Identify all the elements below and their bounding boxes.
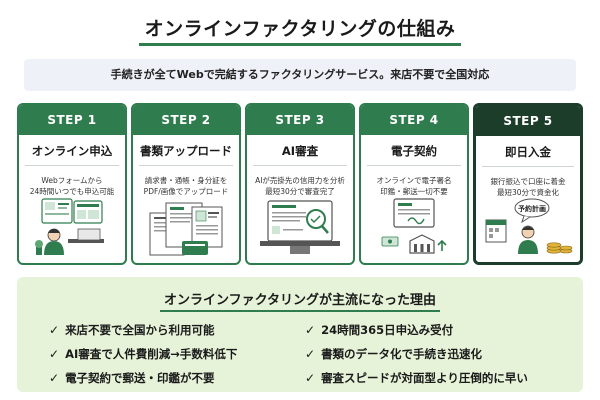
reason-text: 電子契約で郵送・印鑑が不要 (65, 371, 215, 385)
step-description: 請求書・通帳・身分証を PDF/画像でアップロード (143, 176, 229, 196)
reasons-title: オンラインファクタリングが主流になった理由 (159, 289, 441, 312)
step-title: 電子契約 (367, 143, 461, 166)
step-label: STEP 1 (19, 105, 125, 135)
check-icon: ✓ (49, 323, 60, 337)
page-title: オンラインファクタリングの仕組み (138, 14, 462, 46)
check-icon: ✓ (305, 347, 316, 361)
step-title: 即日入金 (482, 144, 574, 167)
step-card-3: STEP 3 AI審査 AIが売掛先の信用力を分析 最短30分で審査完了 (245, 103, 355, 265)
check-icon: ✓ (49, 347, 60, 361)
steps-row: STEP 1 オンライン申込 Webフォームから 24時間いつでも申込可能 (17, 103, 583, 265)
step-card-2: STEP 2 書類アップロード 請求書・通帳・身分証を PDF/画像でアップロー… (131, 103, 241, 265)
reason-item: ✓ 審査スピードが対面型より圧倒的に早い (305, 370, 528, 386)
plan-bubble-text: 予約計画 (518, 204, 546, 213)
step-title: オンライン申込 (25, 143, 119, 166)
step-description: Webフォームから 24時間いつでも申込可能 (29, 176, 115, 196)
step-card-1: STEP 1 オンライン申込 Webフォームから 24時間いつでも申込可能 (17, 103, 127, 265)
step-label: STEP 4 (361, 105, 467, 135)
reason-text: AI審査で人件費削減→手数料低下 (65, 347, 238, 361)
check-icon: ✓ (305, 323, 316, 337)
ai-review-icon (247, 195, 353, 259)
step-label: STEP 2 (133, 105, 239, 135)
reason-item: ✓ AI審査で人件費削減→手数料低下 (49, 346, 237, 362)
step-card-5: STEP 5 即日入金 銀行振込で口座に着金 最短30分で資金化 予約計画 (473, 103, 583, 265)
document-upload-icon (133, 195, 239, 259)
online-application-icon (19, 195, 125, 259)
reasons-title-wrap: オンラインファクタリングが主流になった理由 (17, 289, 583, 312)
e-contract-icon (361, 195, 467, 259)
step-description: オンラインで電子署名 印鑑・郵送一切不要 (376, 176, 452, 196)
check-icon: ✓ (305, 371, 316, 385)
step-title: AI審査 (253, 143, 347, 166)
step-description: AIが売掛先の信用力を分析 最短30分で審査完了 (255, 176, 345, 196)
reason-text: 来店不要で全国から利用可能 (65, 323, 215, 337)
reason-text: 24時間365日申込み受付 (321, 323, 454, 337)
reason-item: ✓ 来店不要で全国から利用可能 (49, 322, 215, 338)
reason-item: ✓ 電子契約で郵送・印鑑が不要 (49, 370, 215, 386)
reason-text: 書類のデータ化で手続き迅速化 (321, 347, 483, 361)
reason-text: 審査スピードが対面型より圧倒的に早い (321, 371, 528, 385)
reasons-panel: オンラインファクタリングが主流になった理由 ✓ 来店不要で全国から利用可能 ✓ … (17, 277, 583, 392)
title-wrap: オンラインファクタリングの仕組み (0, 14, 600, 46)
summary-banner: 手続きが全てWebで完結するファクタリングサービス。来店不要で全国対応 (24, 59, 576, 91)
step-label: STEP 3 (247, 105, 353, 135)
reason-item: ✓ 書類のデータ化で手続き迅速化 (305, 346, 482, 362)
step-card-4: STEP 4 電子契約 オンラインで電子署名 印鑑・郵送一切不要 (359, 103, 469, 265)
reason-item: ✓ 24時間365日申込み受付 (305, 322, 453, 338)
step-title: 書類アップロード (139, 143, 233, 166)
step-label: STEP 5 (476, 106, 580, 136)
same-day-payment-icon: 予約計画 (476, 194, 580, 258)
step-description: 銀行振込で口座に着金 最短30分で資金化 (490, 177, 566, 197)
check-icon: ✓ (49, 371, 60, 385)
